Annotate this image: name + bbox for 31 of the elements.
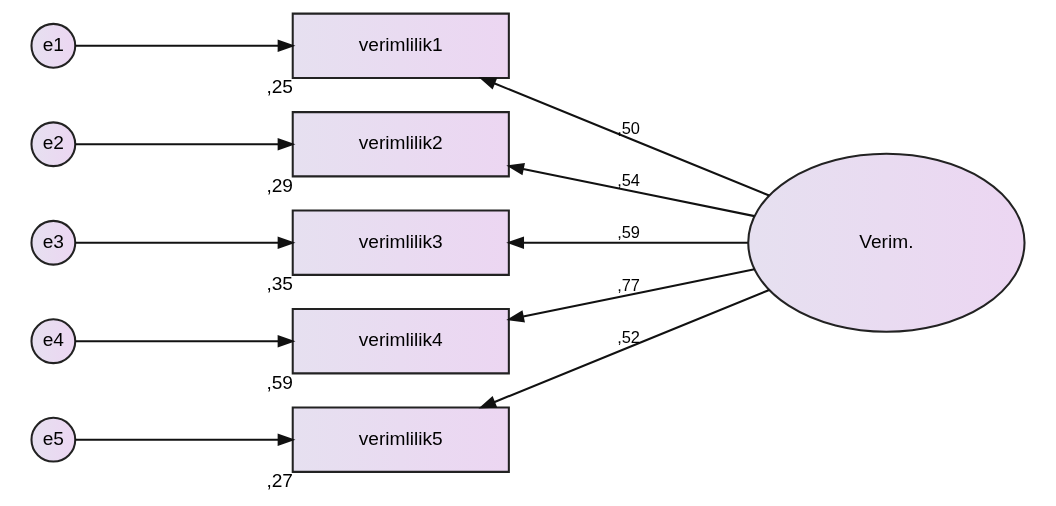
- arrow: [478, 76, 770, 197]
- arrow: [75, 39, 296, 52]
- edge-label: ,54: [617, 171, 640, 190]
- arrow: [75, 138, 296, 151]
- node-circle: e2: [30, 121, 77, 168]
- arrow: [75, 236, 296, 249]
- node-label: ,27: [266, 470, 294, 492]
- node-circle: e1: [30, 22, 77, 69]
- node-box: verimlilik1: [291, 12, 510, 79]
- arrow: [506, 162, 755, 218]
- node-box: verimlilik4: [291, 308, 510, 375]
- node-box: verimlilik3: [291, 209, 510, 276]
- node-box: verimlilik2: [291, 111, 510, 178]
- edge-label: ,77: [617, 276, 640, 295]
- arrow: [506, 236, 748, 249]
- node-circle: e5: [30, 416, 77, 463]
- arrow: [75, 335, 296, 348]
- arrow: [506, 268, 755, 323]
- node-label: ,29: [266, 174, 294, 196]
- arrow: [478, 289, 770, 409]
- node-label: ,59: [266, 371, 294, 393]
- node-circle: e4: [30, 318, 77, 365]
- node-label: ,25: [266, 76, 294, 98]
- edge-label: ,59: [617, 223, 640, 242]
- node-label: ,35: [266, 273, 294, 295]
- node-ellipse: Verim.: [747, 152, 1026, 333]
- edge-label: ,50: [617, 119, 640, 138]
- arrow: [75, 433, 296, 446]
- node-box: verimlilik5: [291, 406, 510, 473]
- node-circle: e3: [30, 219, 77, 266]
- edge-label: ,52: [617, 328, 640, 347]
